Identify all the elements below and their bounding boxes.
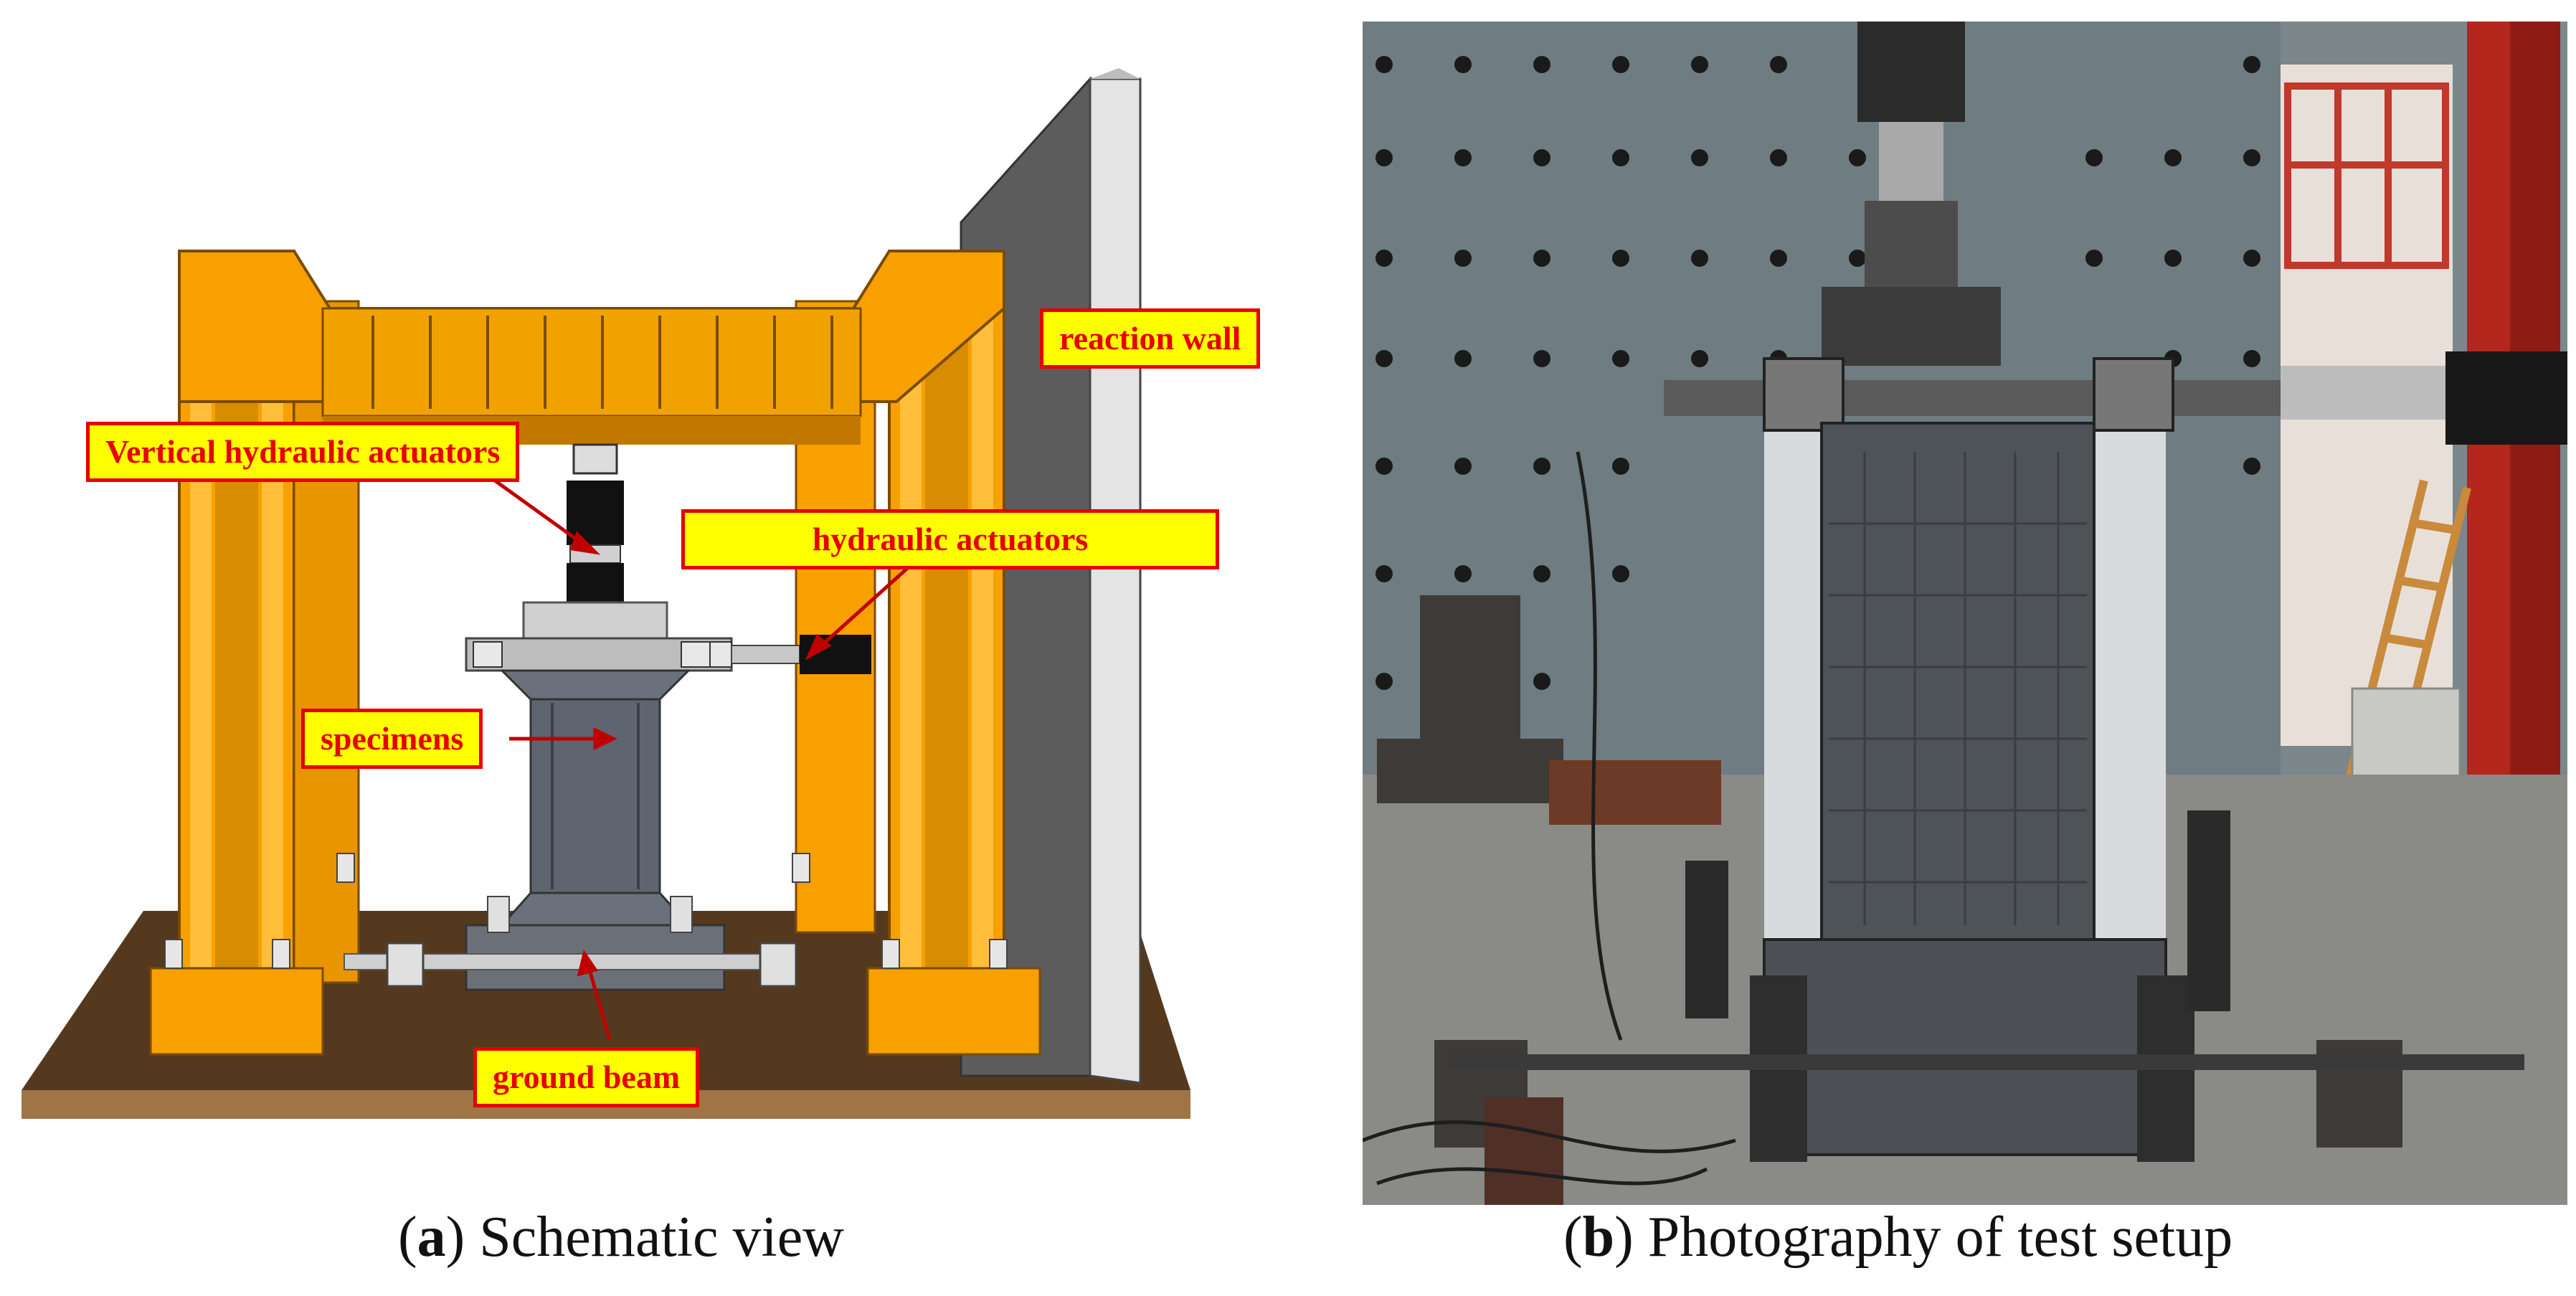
ground-beam — [344, 896, 797, 991]
photo-vertical-actuator — [1822, 22, 2001, 366]
caption-b-text: Photography of test setup — [1647, 1206, 2233, 1269]
caption-b: (b) Photography of test setup — [1563, 1206, 2233, 1269]
wall-holes — [1375, 56, 2260, 690]
anchor-bolts — [164, 853, 1008, 969]
right-column — [795, 250, 1041, 1056]
reaction-wall-label: reaction wall — [1040, 308, 1261, 369]
steel-blocks — [1377, 595, 2402, 1205]
vertical-actuator — [567, 443, 624, 602]
specimens-label: specimens — [301, 709, 483, 769]
caption-b-letter: b — [1582, 1206, 1615, 1269]
test-setup-photo — [1363, 22, 2567, 1205]
ground-beam-label: ground beam — [473, 1047, 700, 1107]
caption-a: (a) Schematic view — [398, 1206, 844, 1269]
schematic-panel: reaction wall Vertical hydraulic actuato… — [0, 0, 1277, 1205]
specimen — [499, 669, 691, 927]
photograph-panel — [1363, 22, 2567, 1205]
photo-horizontal-actuator — [2281, 366, 2445, 420]
photo-loading-beam — [1664, 380, 2309, 416]
hydraulic-actuators-label: hydraulic actuators — [681, 509, 1219, 569]
caption-a-text: Schematic view — [479, 1206, 844, 1269]
caption-a-letter: a — [417, 1206, 446, 1269]
specimen-grid — [1829, 452, 2087, 925]
loading-cap — [465, 601, 871, 674]
cables — [1363, 451, 1736, 1186]
floor-rod — [1449, 1054, 2524, 1070]
schematic-drawing — [22, 68, 1190, 1119]
vertical-actuators-label: Vertical hydraulic actuators — [86, 422, 520, 482]
photo-ground-beam — [1763, 938, 2167, 1156]
red-scaffold — [2284, 82, 2449, 269]
photo-specimen — [1820, 422, 2096, 941]
top-beam — [178, 250, 1005, 445]
